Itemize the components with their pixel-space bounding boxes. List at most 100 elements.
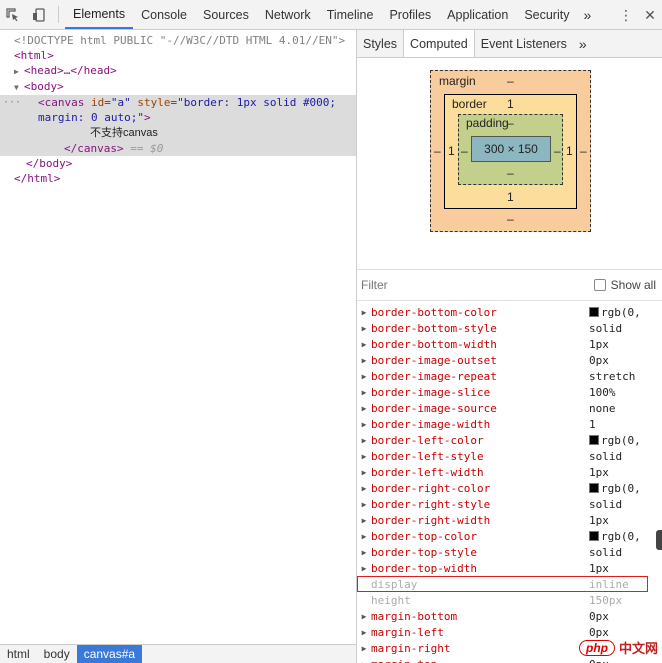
expand-triangle-icon[interactable]: ▶ bbox=[361, 611, 367, 621]
expand-triangle-icon[interactable]: ▶ bbox=[361, 419, 367, 429]
property-name: border-bottom-width bbox=[371, 337, 497, 351]
expand-triangle-icon[interactable]: ▶ bbox=[361, 355, 367, 365]
expand-triangle-icon[interactable]: ▶ bbox=[361, 371, 367, 381]
margin-top-value[interactable]: – bbox=[507, 74, 514, 88]
expand-triangle-icon[interactable]: ▶ bbox=[357, 660, 371, 663]
breadcrumb-body[interactable]: body bbox=[43, 647, 70, 661]
tab-computed[interactable]: Computed bbox=[403, 30, 475, 57]
expand-triangle-icon[interactable]: ▶ bbox=[361, 547, 367, 557]
php-logo: php bbox=[578, 639, 615, 656]
expand-triangle-icon[interactable]: ▶ bbox=[361, 435, 367, 445]
more-tabs-chevron-icon[interactable]: » bbox=[583, 6, 592, 23]
tab-security[interactable]: Security bbox=[524, 7, 570, 22]
expand-triangle-icon[interactable]: ▶ bbox=[361, 531, 367, 541]
tab-network[interactable]: Network bbox=[264, 7, 311, 22]
color-swatch-icon[interactable] bbox=[589, 531, 599, 541]
node-actions-dots-icon[interactable]: ··· bbox=[3, 97, 22, 108]
tab-elements[interactable]: Elements bbox=[65, 0, 134, 29]
show-all-checkbox[interactable] bbox=[593, 279, 606, 291]
dom-node-body[interactable]: ▼<body> bbox=[0, 79, 356, 95]
expand-triangle-icon[interactable]: ▶ bbox=[361, 323, 367, 333]
panel-divider[interactable] bbox=[356, 30, 357, 663]
color-swatch-icon[interactable] bbox=[589, 483, 599, 493]
dom-node-doctype[interactable]: <!DOCTYPE html PUBLIC "-//W3C//DTD HTML … bbox=[0, 33, 356, 48]
expand-triangle-icon[interactable]: ▶ bbox=[361, 451, 367, 461]
computed-property-row[interactable]: ▶margin-top0px bbox=[357, 656, 662, 663]
more-sidebar-tabs-chevron-icon[interactable]: » bbox=[578, 35, 587, 52]
expand-triangle-icon[interactable]: ▶ bbox=[361, 499, 367, 509]
breadcrumb-canvas[interactable]: canvas#a bbox=[76, 644, 143, 663]
padding-left-value[interactable]: – bbox=[461, 144, 468, 158]
margin-bottom-value[interactable]: – bbox=[507, 212, 514, 226]
dom-node-canvas-selected[interactable]: ···<canvas id="a" style="border: 1px sol… bbox=[0, 95, 356, 156]
border-right-value[interactable]: 1 bbox=[566, 144, 573, 158]
expand-triangle-icon[interactable]: ▶ bbox=[361, 339, 367, 349]
box-model-content[interactable]: 300 × 150 bbox=[471, 136, 551, 162]
expand-triangle-icon[interactable]: ▶ bbox=[361, 563, 367, 573]
color-swatch-icon[interactable] bbox=[589, 435, 599, 445]
tab-event-listeners[interactable]: Event Listeners bbox=[480, 36, 567, 51]
property-value-text: inline bbox=[589, 577, 629, 591]
tab-profiles[interactable]: Profiles bbox=[389, 7, 432, 22]
padding-right-value[interactable]: – bbox=[554, 144, 561, 158]
expand-triangle-icon[interactable]: ▶ bbox=[361, 627, 367, 637]
expand-triangle-icon[interactable]: ▶ bbox=[361, 515, 367, 525]
head-collapsed-tag: <head>…</head> bbox=[24, 64, 117, 77]
border-top-value[interactable]: 1 bbox=[507, 97, 514, 111]
padding-top-value[interactable]: – bbox=[507, 116, 514, 130]
show-all-toggle[interactable]: Show all bbox=[593, 278, 656, 292]
expand-triangle-icon[interactable]: ▶ bbox=[361, 483, 367, 493]
expand-triangle-icon[interactable]: ▶ bbox=[361, 467, 367, 477]
inspect-element-icon[interactable] bbox=[0, 0, 26, 30]
border-bottom-value[interactable]: 1 bbox=[507, 190, 514, 204]
tab-console[interactable]: Console bbox=[141, 7, 187, 22]
expand-triangle-icon[interactable]: ▶ bbox=[361, 307, 367, 317]
expand-triangle-icon[interactable]: ▶ bbox=[14, 67, 19, 76]
expand-triangle-icon[interactable]: ▶ bbox=[361, 387, 367, 397]
border-left-value[interactable]: 1 bbox=[448, 144, 455, 158]
dom-node-html[interactable]: <html> bbox=[0, 48, 356, 63]
margin-right-value[interactable]: – bbox=[580, 144, 587, 158]
collapse-triangle-icon[interactable]: ▼ bbox=[14, 83, 19, 92]
filter-input[interactable] bbox=[361, 278, 541, 292]
close-icon[interactable]: ✕ bbox=[644, 6, 656, 23]
expand-triangle-icon[interactable]: ▶ bbox=[361, 403, 367, 413]
tab-styles[interactable]: Styles bbox=[363, 36, 398, 51]
tab-application[interactable]: Application bbox=[447, 7, 509, 22]
tab-timeline[interactable]: Timeline bbox=[326, 7, 374, 22]
scrollbar-thumb[interactable] bbox=[656, 530, 662, 550]
expand-triangle-icon[interactable]: ▶ bbox=[361, 643, 367, 653]
color-swatch-icon[interactable] bbox=[589, 307, 599, 317]
dom-node-body-close[interactable]: </body> bbox=[0, 156, 356, 171]
menu-kebab-icon[interactable]: ⋮ bbox=[619, 6, 633, 23]
property-value-text: 0px bbox=[589, 625, 609, 639]
margin-left-value[interactable]: – bbox=[434, 144, 441, 158]
padding-bottom-value[interactable]: – bbox=[507, 166, 514, 180]
dom-node-html-close[interactable]: </html> bbox=[0, 171, 356, 186]
dom-node-head[interactable]: ▶ <head>…</head> bbox=[0, 63, 356, 79]
breadcrumb-html[interactable]: html bbox=[7, 647, 30, 661]
device-mode-icon[interactable] bbox=[26, 0, 52, 30]
tab-sources[interactable]: Sources bbox=[202, 7, 249, 22]
